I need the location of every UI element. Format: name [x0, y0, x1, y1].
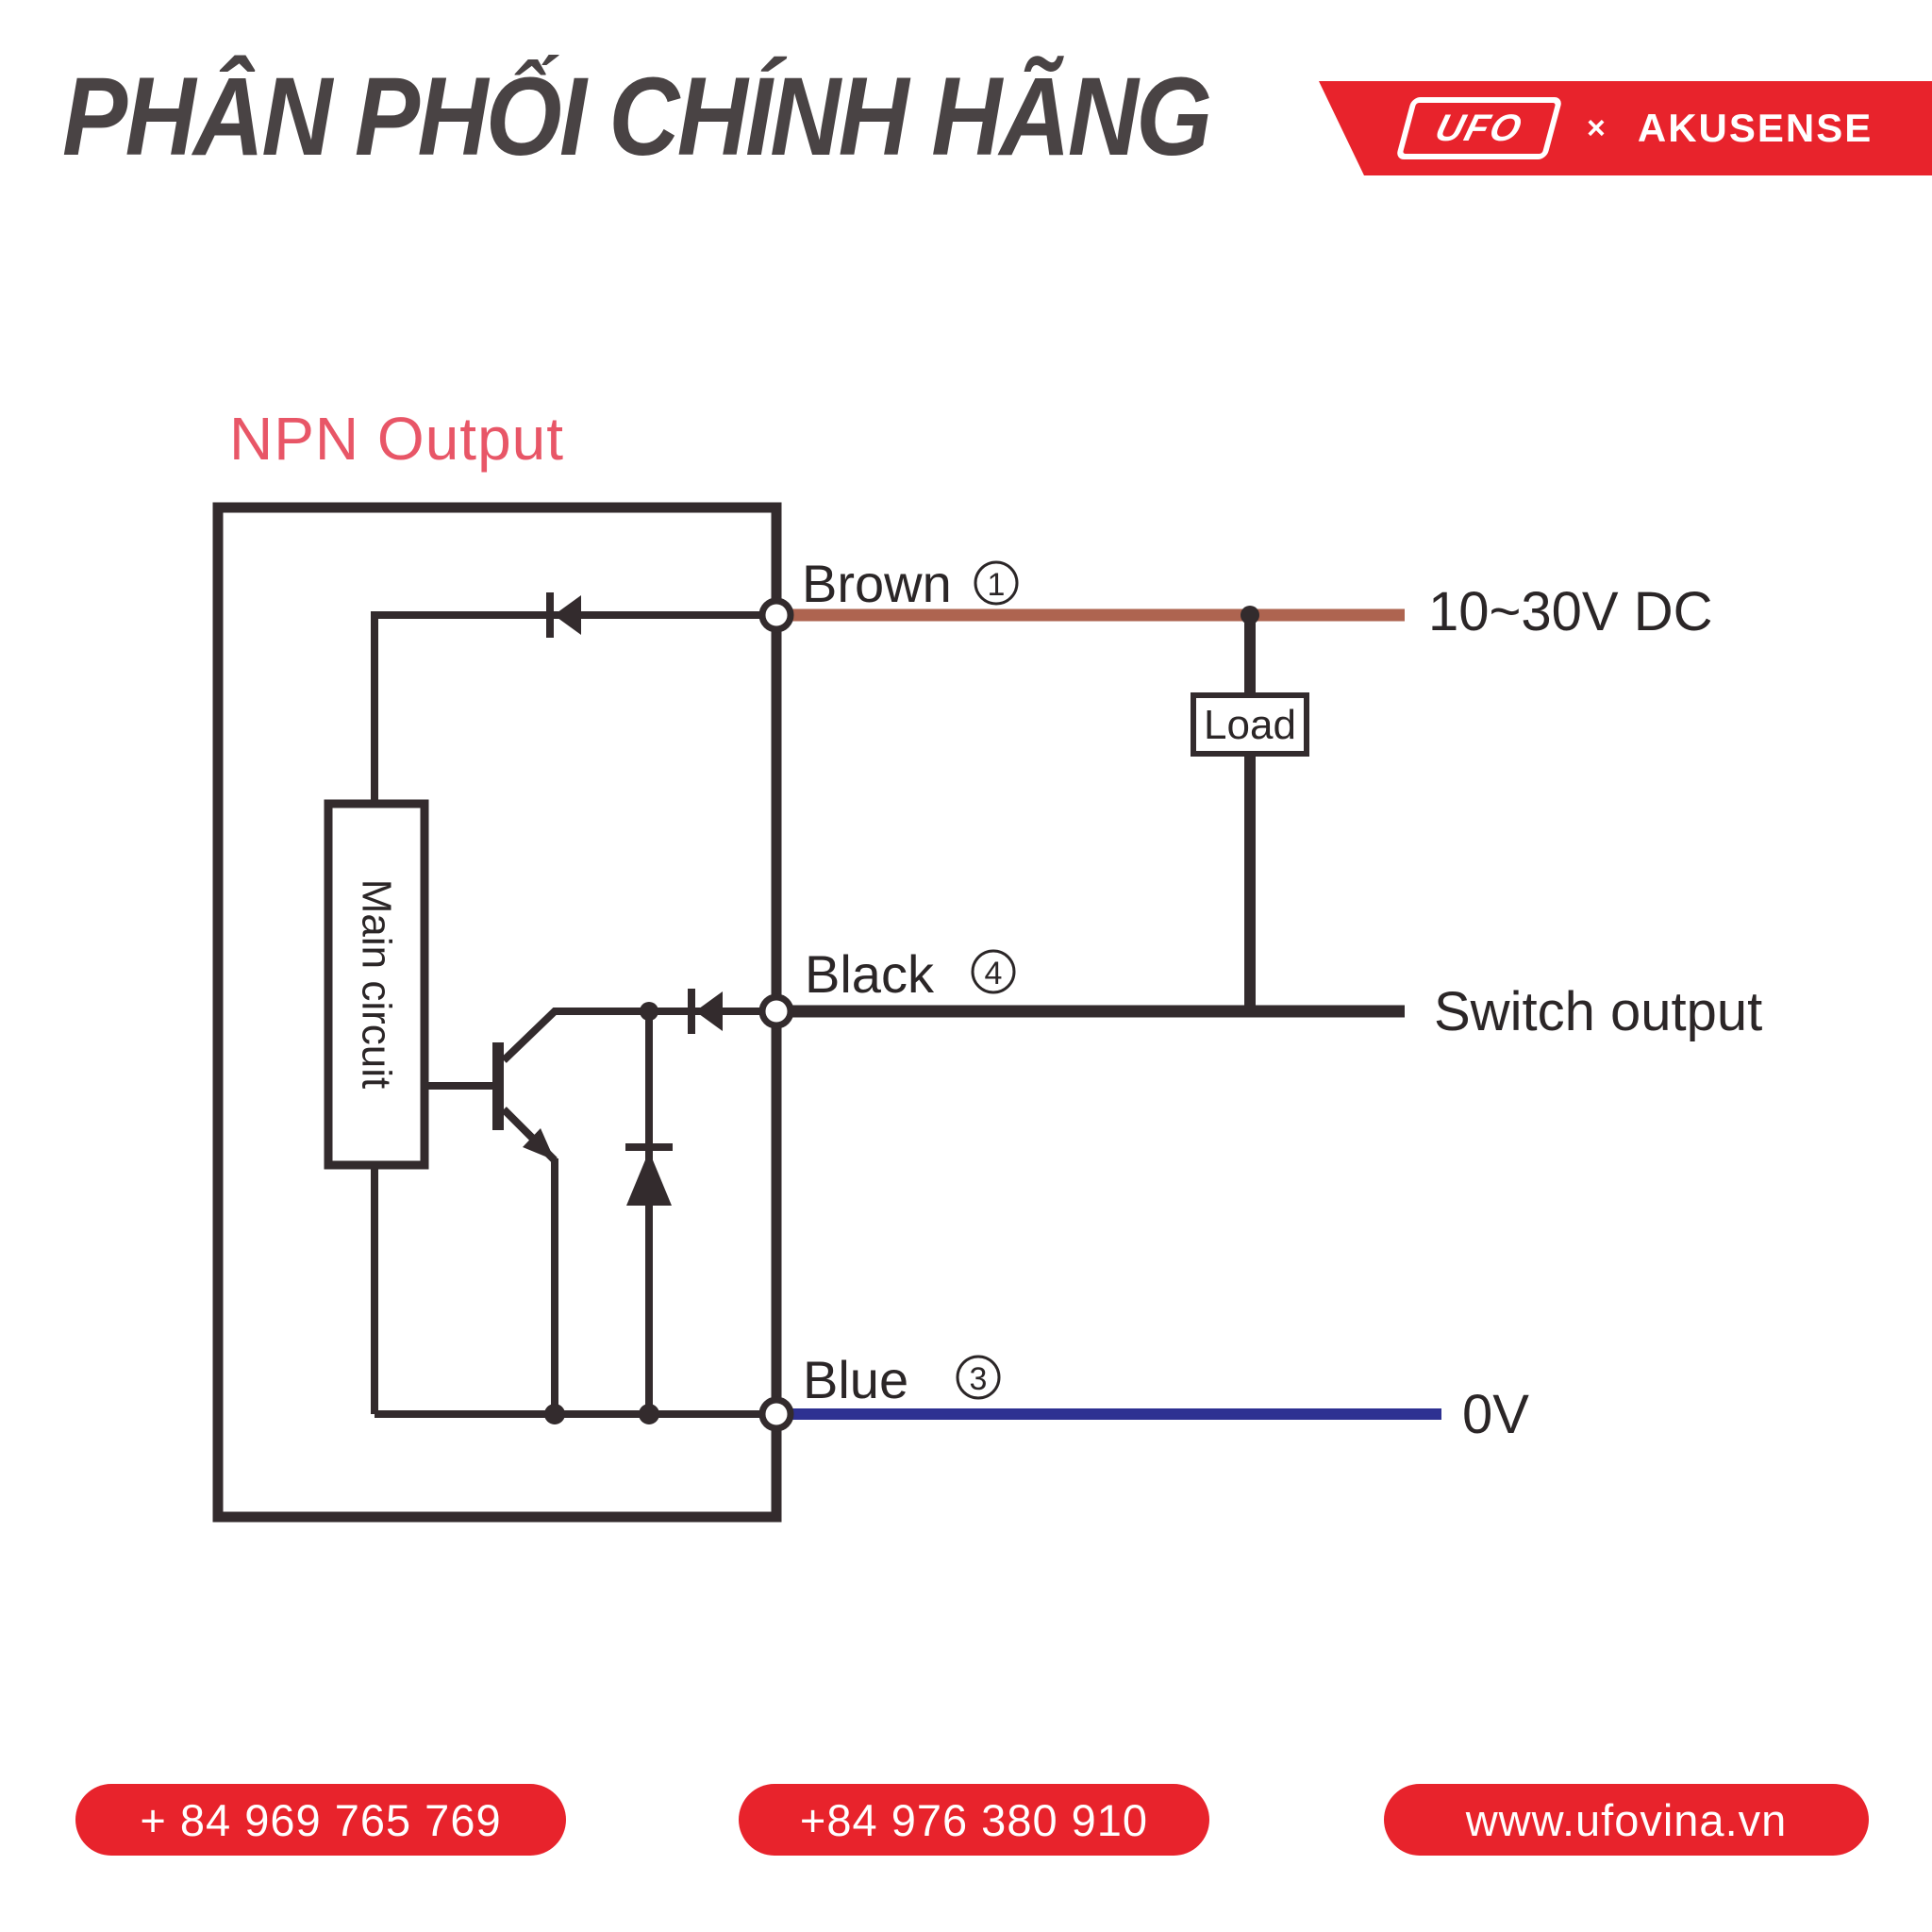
load-box	[1191, 692, 1309, 757]
junction-dot	[1241, 606, 1259, 625]
junction-dot	[544, 1404, 565, 1424]
switch-output-label: Switch output	[1434, 981, 1762, 1042]
pin-circle	[956, 1355, 1001, 1400]
pin-number: 4	[985, 956, 1003, 991]
brand-badge: UFO × AKUSENSE	[1319, 81, 1932, 175]
page-title: PHÂN PHỐI CHÍNH HÃNG	[62, 55, 1212, 179]
pin-circle	[974, 560, 1019, 606]
black-wire-label: Black	[805, 944, 935, 1004]
junction-dot	[639, 1404, 659, 1424]
phone-contact-pill[interactable]: + 84 969 765 769	[75, 1784, 566, 1856]
phone-contact-pill[interactable]: +84 976 380 910	[739, 1784, 1209, 1856]
pin-number: 1	[988, 567, 1006, 603]
diagram-title: NPN Output	[229, 405, 564, 473]
website-pill[interactable]: www.ufovina.vn	[1384, 1784, 1869, 1856]
brown-wire-label: Brown	[802, 554, 952, 613]
pin-number: 3	[970, 1361, 988, 1397]
zener-diode-icon	[626, 1151, 672, 1206]
emitter-arrow-icon	[523, 1128, 555, 1160]
zero-volt-label: 0V	[1462, 1384, 1529, 1445]
main-circuit-box	[324, 799, 429, 1170]
black-terminal	[758, 993, 794, 1029]
collab-x-icon: ×	[1587, 109, 1606, 146]
diode-icon	[695, 991, 723, 1031]
partner-brand-name: AKUSENSE	[1637, 106, 1874, 150]
transistor-collector-line	[501, 1008, 776, 1063]
pin-circle	[971, 949, 1016, 994]
brown-terminal	[758, 597, 794, 633]
blue-terminal	[758, 1396, 794, 1432]
load-label: Load	[1204, 702, 1296, 748]
diode-icon	[554, 595, 581, 635]
main-circuit-label: Main circuit	[354, 879, 400, 1090]
transistor-base-bar	[492, 1042, 504, 1130]
blue-wire-label: Blue	[803, 1350, 908, 1409]
internal-supply-line	[371, 611, 776, 804]
supply-voltage-label: 10~30V DC	[1428, 581, 1712, 642]
